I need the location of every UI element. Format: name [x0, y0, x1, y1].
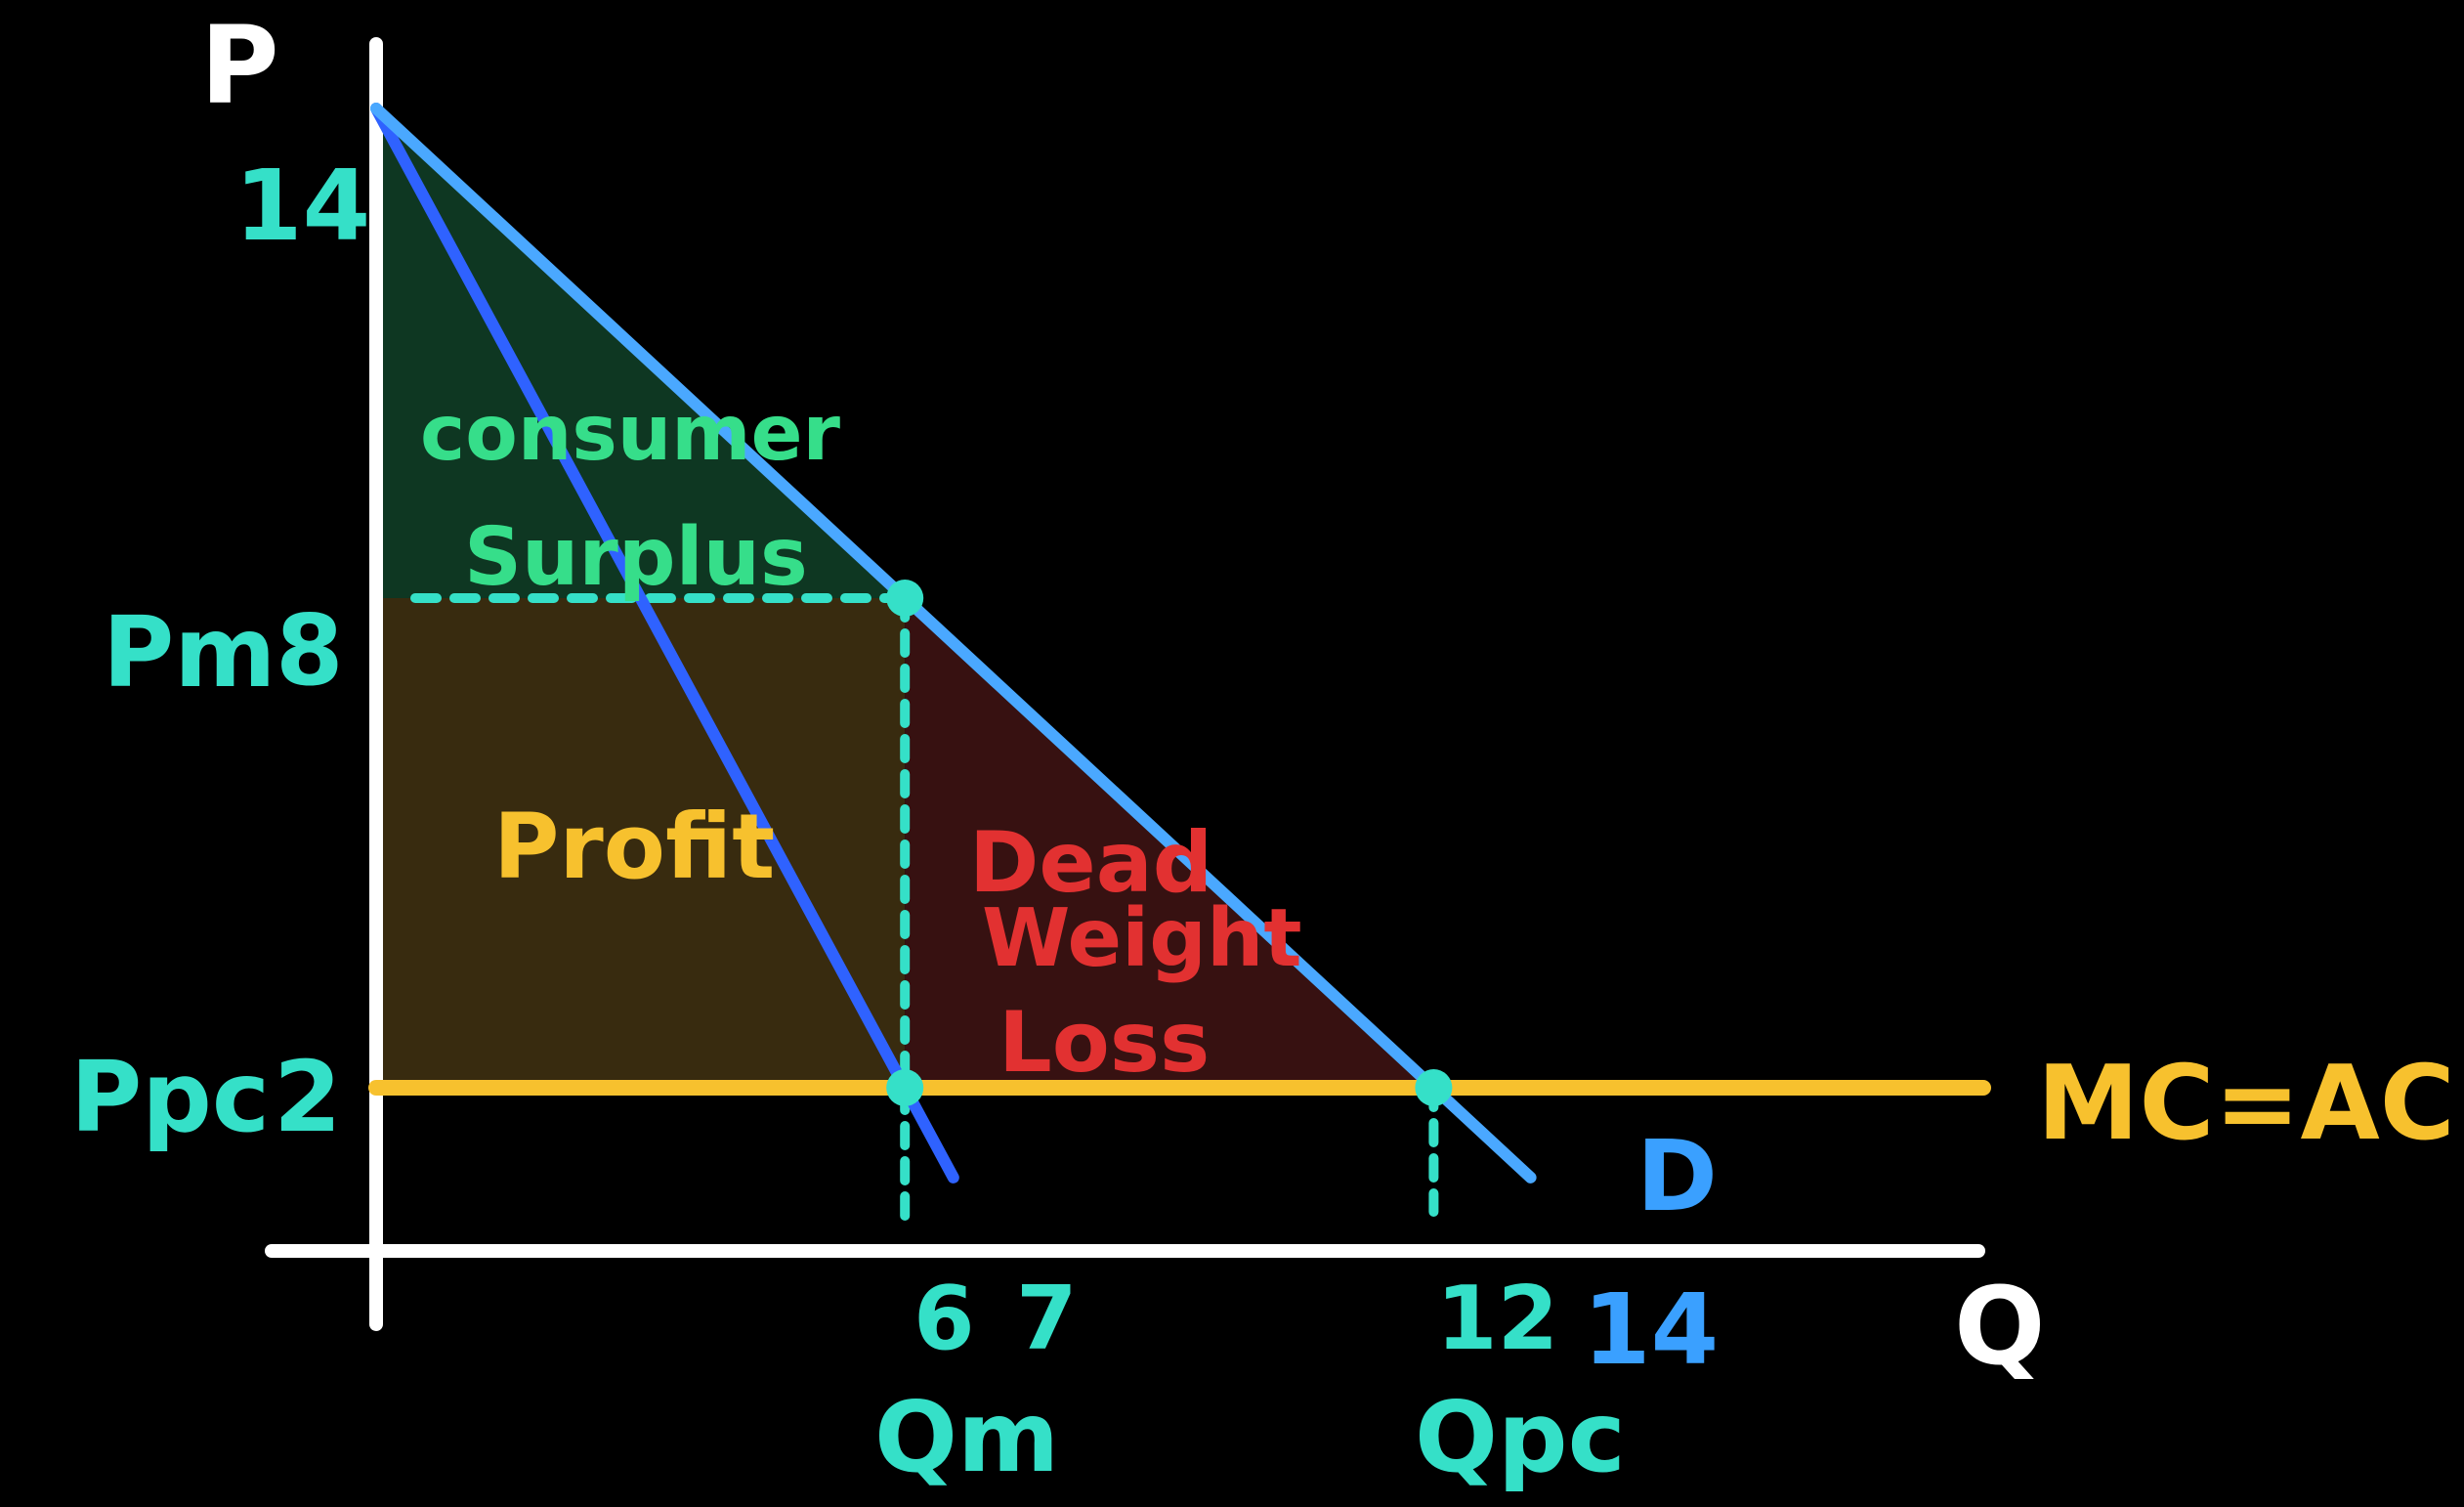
y-tick-14: 14: [234, 149, 370, 263]
x-tick-12: 12: [1436, 1268, 1558, 1370]
ppc-label: Ppc: [70, 1040, 270, 1154]
y-tick-2: 2: [274, 1040, 342, 1154]
x-tick-6: 6: [913, 1268, 975, 1370]
dwl-label-line3: Loss: [998, 994, 1210, 1092]
pm-label: Pm: [103, 595, 276, 710]
equilibrium-point-3: [1415, 1069, 1453, 1106]
marginal-revenue-line: [370, 103, 959, 1184]
equilibrium-point-1: [886, 580, 924, 617]
qpc-label: Qpc: [1415, 1380, 1626, 1494]
consumer-surplus-label-line1: consumer: [420, 390, 840, 478]
y-tick-8: 8: [276, 593, 344, 708]
x-tick-7: 7: [1016, 1268, 1078, 1370]
equilibrium-points: [886, 580, 1453, 1106]
qm-label: Qm: [874, 1380, 1059, 1494]
consumer-surplus-label-line2: Surplus: [464, 511, 808, 604]
profit-region: [376, 598, 906, 1088]
demand-line: [370, 103, 1537, 1184]
y-axis-symbol: P: [200, 3, 279, 128]
x-tick-14: 14: [1583, 1272, 1719, 1387]
x-axis-symbol: Q: [1954, 1264, 2046, 1389]
mc-ac-label: MC=AC: [2037, 1044, 2455, 1163]
dwl-label-line1: Dead: [969, 814, 1212, 912]
dwl-label-line2: Weight: [982, 892, 1302, 985]
equilibrium-point-2: [886, 1069, 924, 1106]
profit-label: Profit: [493, 795, 775, 899]
demand-label: D: [1636, 1119, 1718, 1233]
